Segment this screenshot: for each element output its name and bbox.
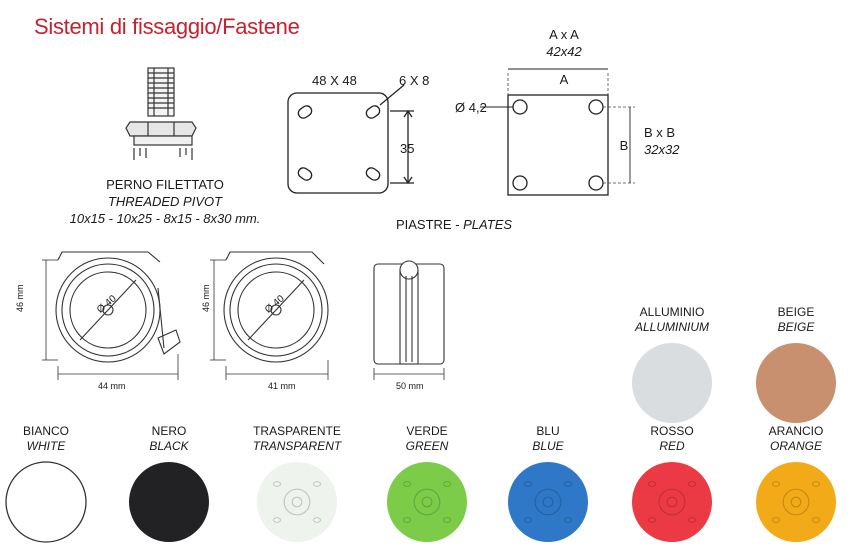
pivot-label-en: THREADED PIVOT	[107, 194, 223, 209]
plate1-hole: 6 X 8	[399, 73, 430, 88]
swatch-name-en: BLACK	[149, 439, 189, 453]
swatch-name-it: NERO	[151, 424, 187, 438]
plate2-axa-value: 42x42	[546, 44, 582, 59]
swatch-name-it: ARANCIO	[768, 424, 824, 438]
swatch-transparent	[257, 462, 337, 542]
pivot-caption: PERNO FILETTATO THREADED PIVOT 10x15 - 1…	[40, 176, 290, 227]
plates-caption-it: PIASTRE -	[395, 217, 464, 232]
wheel2-width: 41 mm	[268, 381, 296, 391]
plate-axa-drawing	[480, 68, 635, 196]
swatch-beige	[756, 343, 836, 423]
swatch-orange	[756, 462, 836, 542]
plate2-a: A	[559, 72, 569, 87]
swatch-black	[129, 462, 209, 542]
plate2-hole: Ø 4,2	[455, 100, 487, 115]
swatch-name-en: BLUE	[532, 439, 564, 453]
swatch-green	[387, 462, 467, 542]
side-width: 50 mm	[396, 381, 424, 391]
swatch-alluminium	[632, 343, 712, 423]
plate2-bxb: B x B	[644, 125, 676, 140]
swatch-name-it: TRASPARENTE	[253, 424, 341, 438]
swatch-blue	[508, 462, 588, 542]
plate1-spacing: 35	[400, 141, 415, 156]
plate2-axa-label: A x A 42x42	[534, 26, 594, 60]
plate2-bxb-label: B x B 32x32	[644, 124, 694, 158]
plates-caption-en: PLATES	[463, 217, 513, 232]
swatch-name-en: ALLUMINIUM	[634, 320, 709, 334]
swatch-name-it: ROSSO	[650, 424, 694, 438]
swatch-name-it: BEIGE	[777, 305, 815, 319]
swatch-name-en: GREEN	[405, 439, 449, 453]
swatch-name-it: BLU	[536, 424, 560, 438]
pivot-sizes: 10x15 - 10x25 - 8x15 - 8x30 mm.	[69, 211, 261, 226]
plate-48x48-drawing	[287, 84, 414, 194]
swatch-name-en: ORANGE	[769, 439, 822, 453]
swatch-name-en: BEIGE	[777, 320, 815, 334]
threaded-pivot-drawing	[125, 67, 197, 160]
wheel-drawing	[210, 251, 329, 380]
wheel1-width: 44 mm	[98, 381, 126, 391]
page-title: Sistemi di fissaggio/Fastene	[34, 14, 300, 39]
plate2-axa: A x A	[549, 27, 579, 42]
pivot-label-it: PERNO FILETTATO	[106, 177, 224, 192]
swatch-name-en: TRANSPARENT	[252, 439, 342, 453]
wheel-side-view-drawing	[373, 260, 445, 380]
wheel-with-brake-drawing	[42, 251, 181, 380]
plate2-b: B	[619, 138, 629, 153]
swatch-name-en: WHITE	[26, 439, 66, 453]
swatch-red	[632, 462, 712, 542]
plate1-size: 48 X 48	[312, 73, 357, 88]
plates-caption: PIASTRE - PLATES	[394, 216, 514, 233]
plate2-bxb-value: 32x32	[644, 142, 680, 157]
swatch-white	[5, 461, 87, 543]
swatch-name-it: VERDE	[406, 424, 448, 438]
swatch-name-it: BIANCO	[22, 424, 69, 438]
swatch-name-en: RED	[659, 439, 685, 453]
swatch-name-it: ALLUMINIO	[639, 305, 705, 319]
